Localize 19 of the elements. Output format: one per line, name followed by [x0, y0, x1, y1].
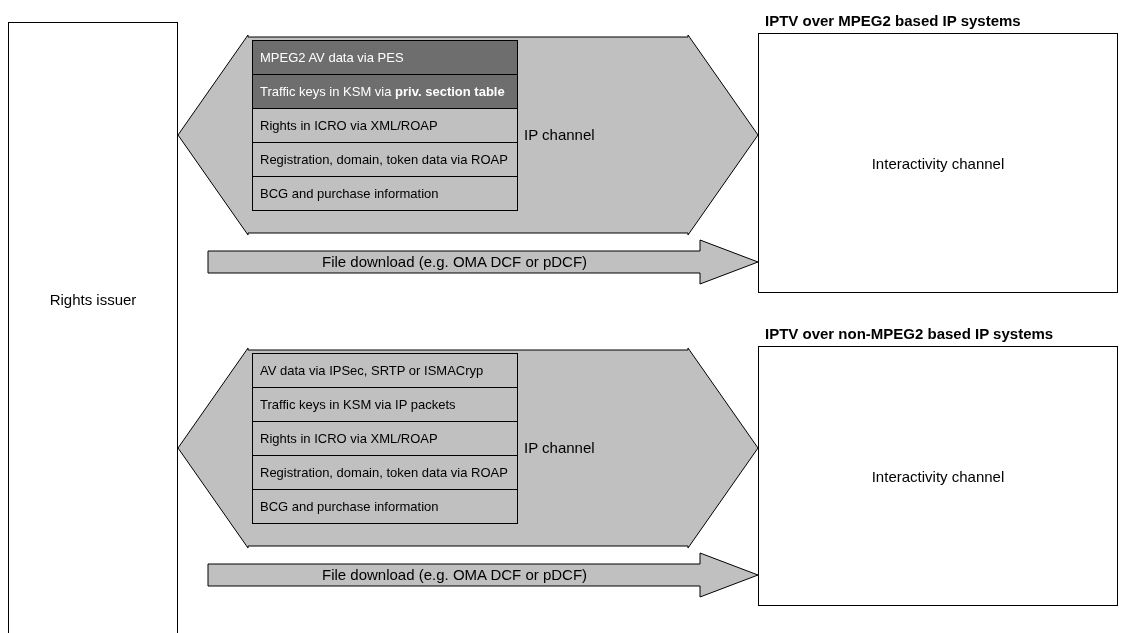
data-row: Registration, domain, token data via ROAP: [252, 142, 518, 177]
box-label: Interactivity channel: [871, 154, 1005, 172]
edge-label: File download (e.g. OMA DCF or pDCF): [320, 253, 590, 270]
issuer-box: Rights issuer: [8, 22, 178, 633]
data-row: BCG and purchase information: [252, 489, 518, 524]
data-row: Traffic keys in KSM via IP packets: [252, 387, 518, 422]
edge-label: IP channel: [522, 439, 597, 456]
section-heading: IPTV over MPEG2 based IP systems: [765, 12, 1021, 29]
data-row: Rights in ICRO via XML/ROAP: [252, 108, 518, 143]
data-row: Rights in ICRO via XML/ROAP: [252, 421, 518, 456]
box-label: Interactivity channel: [871, 467, 1005, 485]
edge-label: File download (e.g. OMA DCF or pDCF): [320, 566, 590, 583]
data-row: Traffic keys in KSM via priv. section table: [252, 74, 518, 109]
section-heading: IPTV over non-MPEG2 based IP systems: [765, 325, 1054, 342]
data-row: MPEG2 AV data via PES: [252, 40, 518, 75]
data-row: Registration, domain, token data via ROAP: [252, 455, 518, 490]
data-row: AV data via IPSec, SRTP or ISMACryp: [252, 353, 518, 388]
data-row: BCG and purchase information: [252, 176, 518, 211]
edge-label: IP channel: [522, 126, 597, 143]
